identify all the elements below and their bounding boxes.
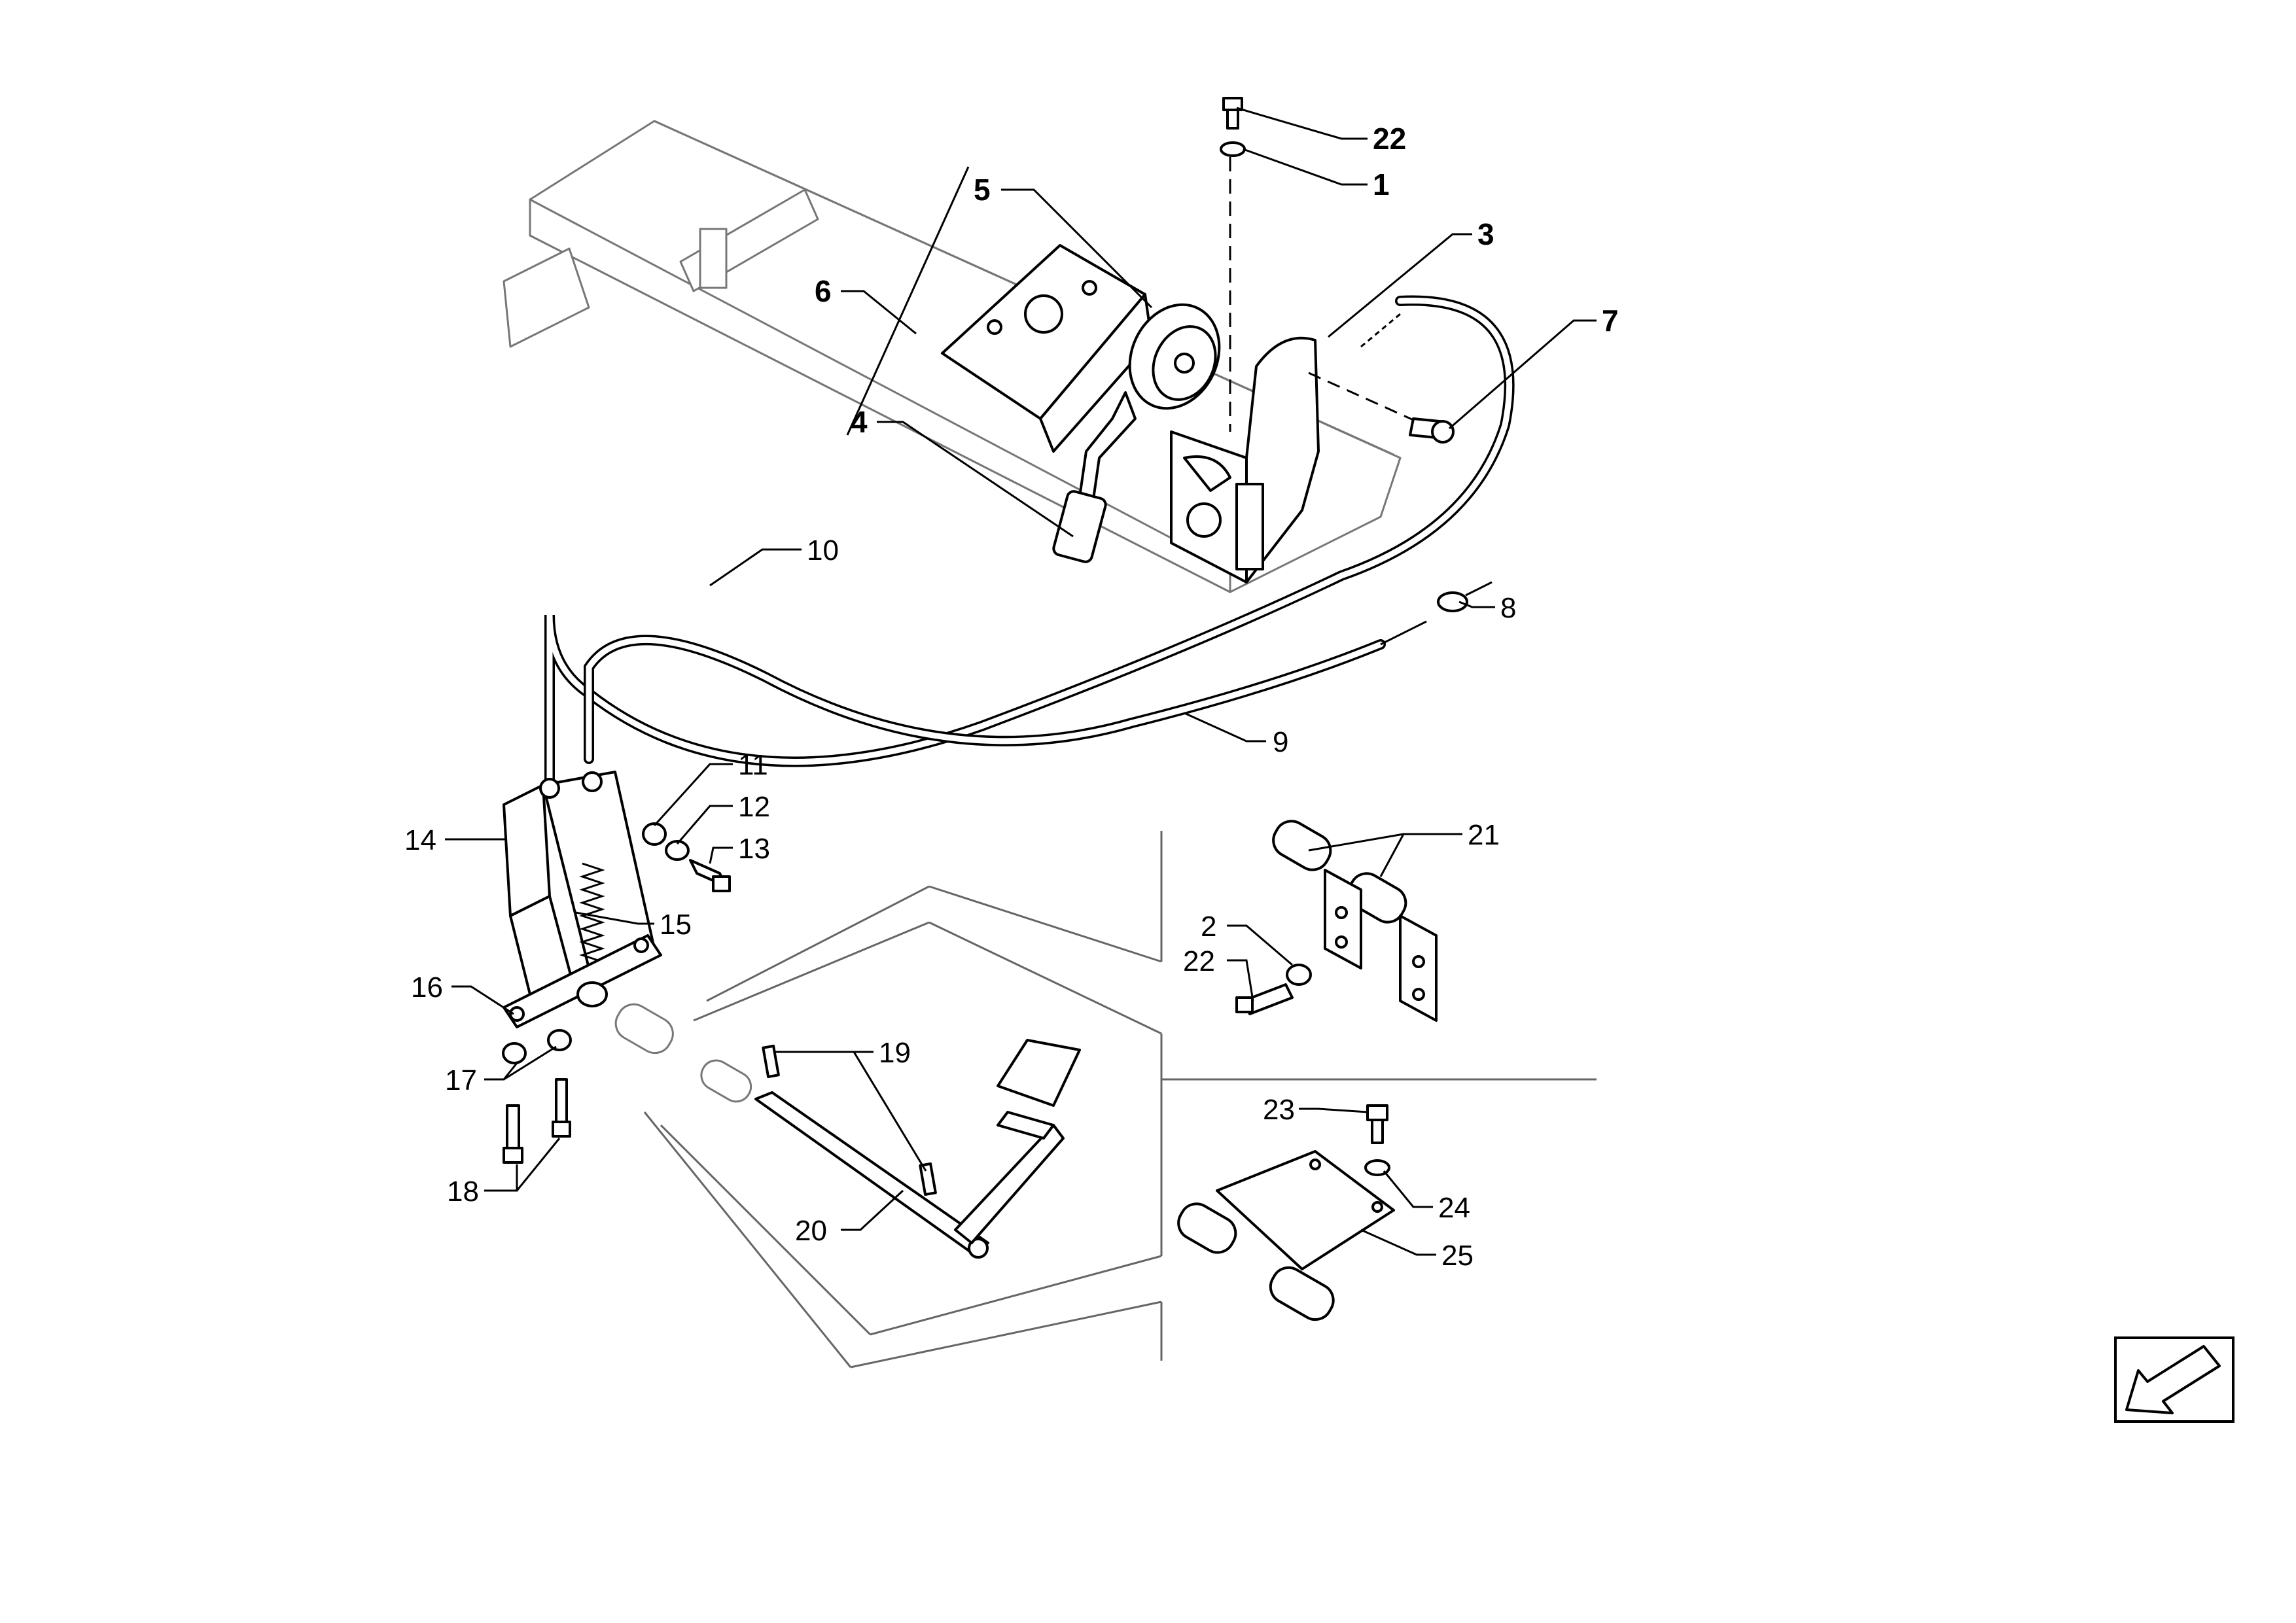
return-spring bbox=[579, 862, 605, 963]
callout-2: 2 bbox=[1201, 911, 1216, 943]
bolt-13 bbox=[689, 859, 731, 892]
throttle-lever bbox=[1052, 303, 1221, 563]
callout-21: 21 bbox=[1468, 819, 1500, 851]
arrow-down-left-icon[interactable] bbox=[2114, 1336, 2234, 1423]
callout-11: 11 bbox=[738, 749, 768, 781]
nut-17a bbox=[502, 1042, 527, 1064]
cable-lower bbox=[584, 620, 1427, 764]
leader-lines bbox=[445, 107, 1597, 1256]
cable-end-clip bbox=[1437, 581, 1492, 612]
pedal-arm bbox=[954, 1039, 1081, 1244]
nut-11 bbox=[642, 822, 667, 846]
stop-nut bbox=[1286, 964, 1312, 986]
callout-15: 15 bbox=[660, 909, 692, 941]
callout-13: 13 bbox=[738, 833, 770, 865]
callout-6: 6 bbox=[815, 274, 832, 308]
pedal-shaft bbox=[754, 1044, 989, 1259]
callout-labels: 22 1 3 5 6 4 7 10 8 9 11 12 13 14 15 21 … bbox=[404, 122, 1619, 1272]
callout-16: 16 bbox=[411, 971, 443, 1003]
bolt-18a bbox=[503, 1104, 523, 1164]
bolt-18b bbox=[552, 1078, 571, 1138]
throttle-mount-plate bbox=[941, 244, 1153, 453]
callout-24: 24 bbox=[1438, 1192, 1470, 1224]
cable-upper bbox=[544, 295, 1515, 784]
stop-bolt bbox=[1235, 983, 1294, 1015]
callout-7: 7 bbox=[1602, 304, 1619, 338]
top-bolt bbox=[1222, 97, 1243, 130]
pedal-plate bbox=[1177, 1150, 1395, 1321]
callout-10: 10 bbox=[807, 534, 839, 567]
callout-22-top: 22 bbox=[1373, 122, 1406, 156]
plate-bolt bbox=[1366, 1104, 1388, 1144]
callout-4: 4 bbox=[851, 405, 868, 439]
callout-5: 5 bbox=[974, 173, 991, 207]
plate-washer bbox=[1364, 1159, 1390, 1176]
callout-22-mid: 22 bbox=[1183, 945, 1215, 977]
washer-12 bbox=[665, 840, 690, 861]
callout-8: 8 bbox=[1500, 592, 1516, 624]
callout-9: 9 bbox=[1273, 726, 1288, 758]
group-guide-lines bbox=[643, 831, 1597, 1369]
stop-bracket bbox=[1272, 820, 1438, 1022]
callout-19: 19 bbox=[879, 1037, 911, 1069]
callout-3: 3 bbox=[1477, 217, 1494, 251]
pedal-bushing-ghost bbox=[614, 1003, 752, 1103]
callout-18: 18 bbox=[447, 1176, 479, 1208]
callout-23: 23 bbox=[1263, 1094, 1295, 1126]
side-screw bbox=[1409, 417, 1455, 444]
callout-12: 12 bbox=[738, 791, 770, 823]
link-plate bbox=[503, 934, 662, 1028]
nut-17b bbox=[547, 1029, 572, 1051]
callout-14: 14 bbox=[404, 824, 436, 856]
callout-17: 17 bbox=[445, 1064, 477, 1096]
top-washer bbox=[1220, 141, 1246, 157]
lever-bracket bbox=[1170, 157, 1440, 584]
callout-20: 20 bbox=[795, 1215, 827, 1247]
callout-1: 1 bbox=[1373, 167, 1390, 201]
callout-25: 25 bbox=[1441, 1240, 1474, 1272]
